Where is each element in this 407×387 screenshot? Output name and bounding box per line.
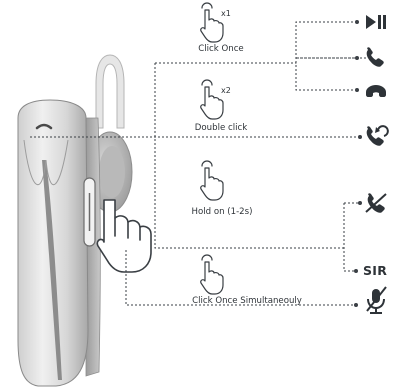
led-indicator (35, 123, 53, 130)
phone-hangup-icon (366, 85, 386, 97)
phone-answer-icon (366, 47, 384, 67)
phone-reject-icon (365, 193, 387, 213)
tap-hand-icon (200, 254, 224, 295)
tap-hand-icon (200, 160, 224, 201)
connector-lines (30, 21, 366, 306)
gesture-label-click-once: Click Once (198, 44, 244, 54)
tap-hand-icon (200, 79, 224, 120)
headset-device (17, 54, 133, 387)
connector-dots (354, 20, 362, 307)
pressing-hand-icon (96, 199, 152, 273)
tap-hand-icon (200, 2, 224, 43)
mic-mute-icon (366, 286, 387, 314)
multiplier-label: x1 (221, 9, 231, 18)
gesture-label-click-simultaneously: Click Once Simultaneouly (192, 296, 302, 306)
redial-icon (366, 125, 389, 146)
play-pause-icon (366, 15, 386, 29)
body-groove (42, 160, 62, 380)
ear-hook (95, 54, 125, 129)
gesture-label-hold-on: Hold on (1-2s) (191, 207, 253, 217)
siri-label: SIR (363, 263, 388, 278)
multiplier-label: x2 (221, 86, 231, 95)
gesture-label-double-click: Double click (194, 123, 248, 133)
